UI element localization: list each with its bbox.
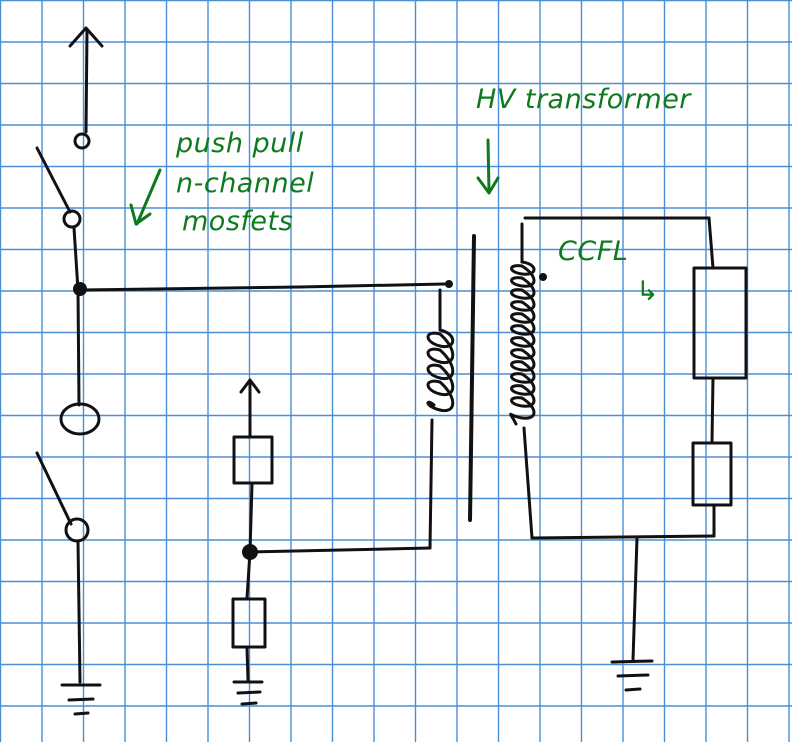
ccfl-note-arrow: ↳: [636, 276, 660, 307]
ccfl-top-lead: [707, 216, 715, 270]
switch1-terminal-bottom: [62, 209, 82, 229]
divider-wire-mid-lower: [245, 550, 252, 600]
resistor-lower: [231, 597, 267, 649]
primary-dot-marker: [445, 280, 453, 288]
secondary-lead-bottom: [522, 426, 534, 540]
mosfet2-switch-arm: [35, 451, 73, 526]
transformer-core-line: [468, 234, 476, 522]
mosfet-note-arrow: [129, 168, 162, 226]
divider-wire-bottom: [245, 646, 250, 682]
secondary-ground-wire: [631, 536, 639, 662]
resistor-upper: [232, 435, 274, 485]
transformer-note: HV transformer: [476, 84, 691, 115]
primary-coil: [426, 328, 455, 413]
ground-middle: [232, 680, 264, 706]
left-leg-wire-lower: [76, 539, 82, 684]
divider-arrow-top: [239, 378, 261, 437]
ground-left: [60, 683, 102, 716]
ballast-resistor: [691, 441, 733, 507]
supply-arrow-top: [68, 26, 104, 134]
secondary-dot-marker: [539, 273, 547, 281]
divider-wire-mid-upper: [248, 482, 254, 554]
primary-lead-bottom: [428, 418, 434, 550]
switch2-terminal-top: [59, 402, 101, 436]
primary-bottom-wire: [248, 546, 432, 554]
ground-right: [610, 659, 654, 692]
secondary-bottom-wire: [530, 534, 716, 540]
primary-top-wire: [78, 282, 447, 292]
left-leg-wire-upper: [72, 226, 81, 407]
secondary-coil: [509, 260, 536, 426]
mosfet-note-line2: n-channel: [176, 168, 315, 199]
switch1-terminal-top: [73, 132, 91, 150]
mosfet1-switch-arm: [35, 146, 72, 214]
ccfl-note: CCFL: [558, 236, 629, 267]
mosfet-note-line3: mosfets: [182, 206, 294, 237]
switch2-terminal-bottom: [64, 517, 90, 543]
transformer-note-arrow: [476, 138, 500, 195]
mosfet-note-line1: push pull: [176, 128, 304, 159]
ccfl-bottom-lead: [710, 376, 715, 444]
ccfl-lamp: [692, 266, 748, 380]
